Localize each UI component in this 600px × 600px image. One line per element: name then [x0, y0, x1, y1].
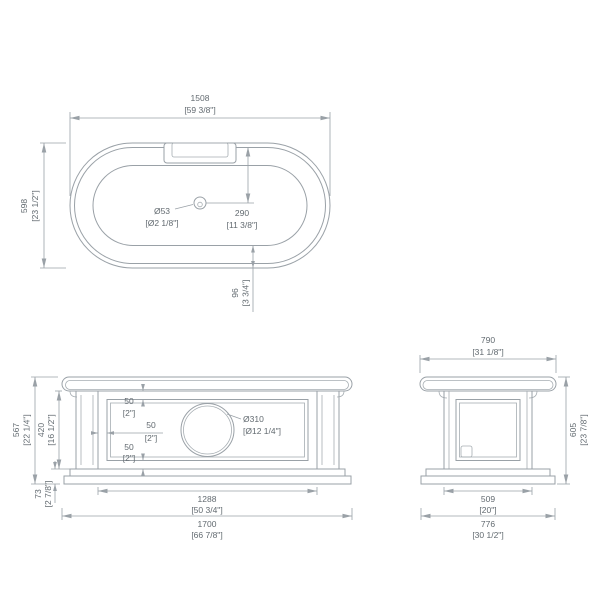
front-plinth-in: [2 7/8"] [43, 481, 53, 508]
front-rim [61, 376, 353, 392]
front-height-in: [22 1/4"] [22, 414, 32, 445]
side-dimensions: 790 [31 1/8"] 605 [23 7/8"] 509 [20"] 77… [419, 335, 589, 540]
side-panel-frame [455, 399, 521, 461]
front-plinth-base [63, 475, 352, 485]
front-rim-inner [65, 380, 349, 390]
side-height-in: [23 7/8"] [579, 414, 589, 445]
front-plinth-step [69, 468, 346, 477]
plan-drain-dia-mm: Ø53 [154, 206, 170, 216]
front-medallion-leader [226, 413, 242, 420]
front-medallion-inner [183, 405, 232, 455]
side-rimwidth-mm: 790 [481, 335, 495, 345]
side-width-mm: 776 [481, 519, 495, 529]
front-medallion-mm: Ø310 [243, 414, 264, 424]
front-panelwidth-in: [50 3/4"] [191, 505, 222, 515]
side-rim-ear-left [438, 390, 448, 399]
plan-view [69, 142, 331, 269]
plan-drain-leader [174, 204, 194, 210]
plan-faucet-deck [163, 142, 237, 164]
plan-faucet-deck-inner [171, 142, 229, 158]
side-plinth-base [420, 475, 556, 485]
side-rim [419, 376, 557, 392]
front-panelwidth-mm: 1288 [198, 494, 217, 504]
side-panel-frame-inner [459, 402, 517, 458]
front-medallion-in: [Ø12 1/4"] [243, 426, 281, 436]
side-rimwidth-in: [31 1/8"] [472, 347, 503, 357]
plan-width-in: [23 1/2"] [30, 190, 40, 221]
front-panel-frame [106, 399, 309, 461]
side-plinth-step [425, 468, 551, 477]
side-rim-ear-right [528, 390, 538, 399]
front-margin-bottom-mm: 50 [124, 442, 134, 452]
plan-tub-basin [92, 165, 308, 246]
plan-length-in: [59 3/8"] [184, 105, 215, 115]
plan-width-mm: 598 [19, 199, 29, 213]
front-panelheight-in: [16 1/2"] [46, 414, 56, 445]
plan-rim-mm: 96 [230, 288, 240, 298]
front-pilaster-left [75, 390, 99, 470]
plan-drain-center [197, 201, 203, 208]
front-length-mm: 1700 [198, 519, 217, 529]
plan-dimensions: 1508 [59 3/8"] 598 [23 1/2"] Ø53 [Ø2 1/8… [19, 93, 331, 312]
front-margin-top-mm: 50 [124, 396, 134, 406]
front-plinth-mm: 73 [33, 489, 43, 499]
front-margin-bottom-in: [2"] [123, 453, 135, 463]
plan-tub-inner-rim [74, 147, 326, 264]
side-view [419, 376, 557, 485]
plan-offset-mm: 290 [235, 208, 249, 218]
plan-drain-dia-in: [Ø2 1/8"] [145, 218, 178, 228]
side-height-mm: 605 [568, 423, 578, 437]
front-margin-mid-in: [2"] [145, 433, 157, 443]
plan-offset-in: [11 3/8"] [227, 220, 258, 230]
side-panelwidth-mm: 509 [481, 494, 495, 504]
front-rim-ear-right [336, 390, 345, 398]
front-view [61, 376, 353, 485]
side-panelwidth-in: [20"] [479, 505, 496, 515]
front-medallion [180, 403, 235, 457]
front-panelheight-mm: 420 [36, 423, 46, 437]
front-height-mm: 567 [11, 423, 21, 437]
side-panel-badge [460, 445, 473, 458]
front-length-in: [66 7/8"] [191, 530, 222, 540]
front-pilaster-right [316, 390, 340, 470]
front-margin-top-in: [2"] [123, 408, 135, 418]
front-dimensions: 567 [22 1/4"] 420 [16 1/2"] 73 [2 7/8"] … [11, 376, 353, 540]
plan-rim-in: [3 3/4"] [241, 280, 251, 307]
front-margin-mid-mm: 50 [146, 420, 156, 430]
side-width-in: [30 1/2"] [472, 530, 503, 540]
plan-length-mm: 1508 [191, 93, 210, 103]
side-rim-inner [422, 380, 554, 390]
